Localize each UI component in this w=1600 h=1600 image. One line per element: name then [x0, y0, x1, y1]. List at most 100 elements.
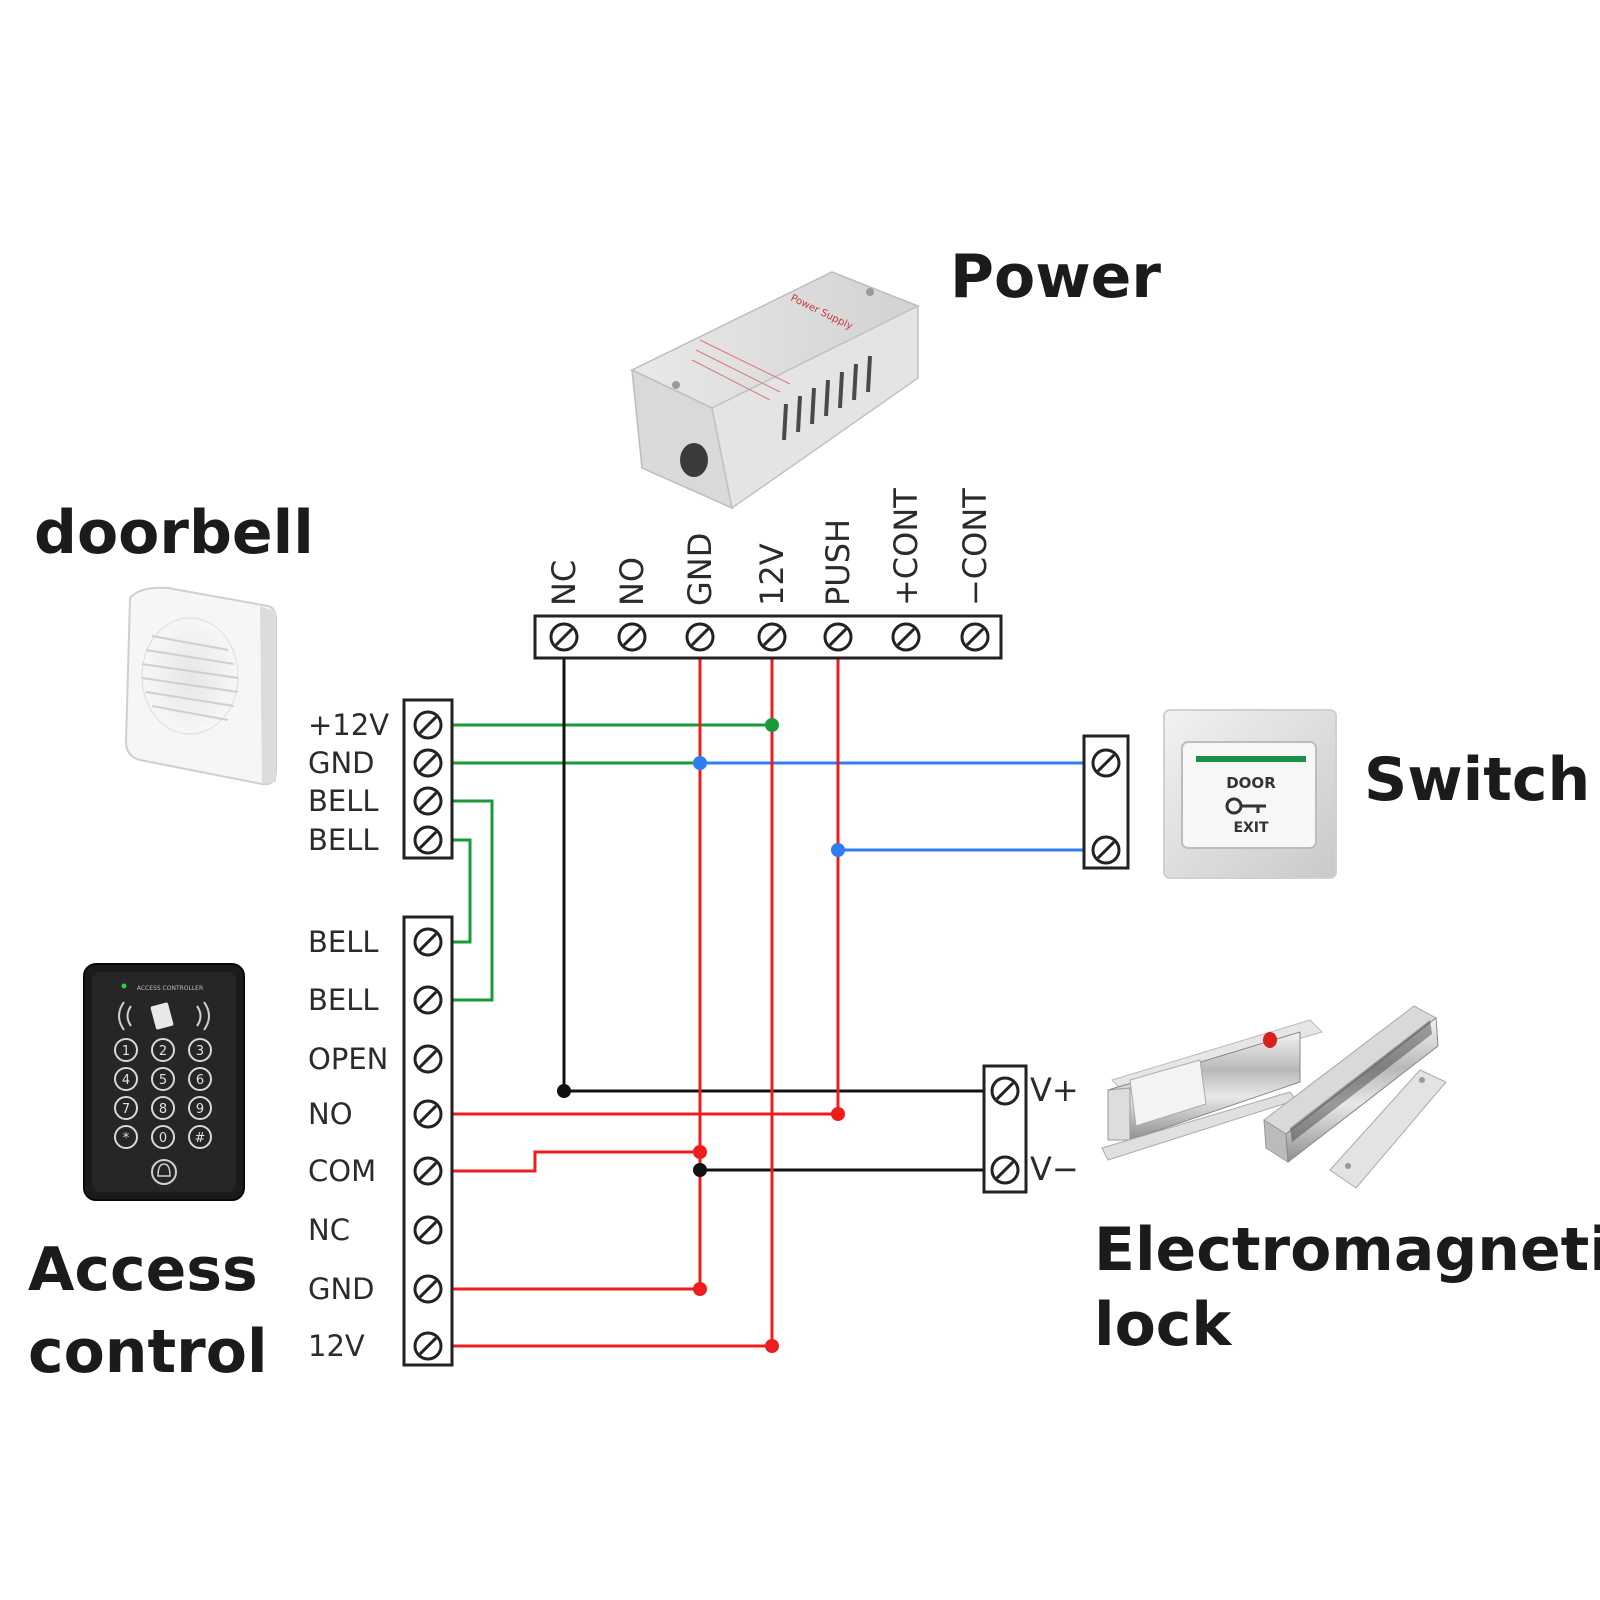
terminal-screw — [1091, 835, 1121, 865]
svg-text:2: 2 — [159, 1044, 167, 1059]
svg-text:5: 5 — [159, 1073, 167, 1088]
terminal-screw — [413, 1215, 443, 1245]
terminal-screw — [757, 622, 787, 652]
junction-dot — [831, 843, 845, 857]
junction-dot — [693, 1145, 707, 1159]
power-terminal-label: NO — [613, 557, 651, 606]
junction-dot — [693, 1163, 707, 1177]
key-icon — [1225, 797, 1266, 815]
keypad-key: 2 — [151, 1038, 175, 1062]
svg-text:8: 8 — [159, 1102, 167, 1117]
keypad-key: 6 — [188, 1067, 212, 1091]
terminal-screw — [413, 1044, 443, 1074]
keypad-key: 1 — [114, 1038, 138, 1062]
terminal-screw — [685, 622, 715, 652]
doorbell-image — [124, 586, 277, 786]
terminal-screw — [960, 622, 990, 652]
wire-bell-a — [452, 799, 494, 1002]
terminal-screw — [413, 985, 443, 1015]
access-terminal-label: NC — [308, 1213, 350, 1247]
keypad-header: ACCESS CONTROLLER — [137, 985, 203, 992]
lock-terminal-label: V− — [1030, 1150, 1079, 1188]
terminal-screw — [617, 622, 647, 652]
terminal-screw — [413, 786, 443, 816]
junction-dot — [693, 1282, 707, 1296]
svg-text:#: # — [195, 1131, 206, 1146]
power-terminal-label: −CONT — [956, 488, 994, 606]
terminal-screw — [891, 622, 921, 652]
power-supply-image: Power Supply — [630, 271, 920, 510]
terminal-screw — [413, 1274, 443, 1304]
lock-terminal-block: V+ V− — [982, 1064, 1079, 1194]
keypad-key: * — [114, 1125, 138, 1149]
svg-text:1: 1 — [122, 1044, 130, 1059]
access-terminal-label: BELL — [308, 925, 379, 959]
power-terminal-label: 12V — [753, 543, 791, 606]
terminal-screw — [1091, 748, 1121, 778]
wire-bell-b — [452, 838, 472, 944]
svg-text:7: 7 — [122, 1102, 130, 1117]
terminal-screw — [413, 825, 443, 855]
access-control-title-line2: control — [28, 1317, 268, 1387]
lock-title-line2: lock — [1094, 1290, 1233, 1360]
wires — [452, 640, 1084, 1348]
junction-dot — [765, 1339, 779, 1353]
access-terminal-label: 12V — [308, 1329, 365, 1363]
magnetic-lock-image — [1263, 1005, 1447, 1189]
access-terminal-label: COM — [308, 1154, 376, 1188]
electric-bolt-lock-image — [1101, 1019, 1323, 1161]
lock-title-line1: Electromagnetic — [1094, 1215, 1600, 1285]
svg-text:6: 6 — [196, 1073, 204, 1088]
svg-text:4: 4 — [122, 1073, 130, 1088]
junctions — [557, 718, 845, 1353]
lock-terminal-label: V+ — [1030, 1071, 1079, 1109]
keypad-key: # — [188, 1125, 212, 1149]
doorbell-terminal-label: GND — [308, 746, 375, 780]
exit-switch-image: DOOR EXIT — [1163, 709, 1337, 879]
keypad-image: ACCESS CONTROLLER 1 2 3 4 5 6 7 8 9 * 0 # — [83, 963, 245, 1201]
terminal-screw — [990, 1155, 1020, 1185]
svg-text:9: 9 — [196, 1102, 204, 1117]
access-control-title-line1: Access — [28, 1235, 258, 1305]
access-terminal-label: GND — [308, 1272, 375, 1306]
access-terminal-label: NO — [308, 1097, 353, 1131]
keypad-key: 0 — [151, 1125, 175, 1149]
power-terminal-label: PUSH — [819, 519, 857, 606]
keypad-key: 9 — [188, 1096, 212, 1120]
bell-icon — [151, 1159, 177, 1185]
keypad-key: 5 — [151, 1067, 175, 1091]
power-terminal-label: +CONT — [887, 488, 925, 606]
wire-access-com — [452, 1150, 700, 1173]
doorbell-terminal-label: BELL — [308, 784, 379, 818]
switch-door-text: DOOR — [1226, 774, 1276, 792]
power-title: Power — [950, 242, 1161, 312]
keypad-key: 7 — [114, 1096, 138, 1120]
junction-dot — [831, 1107, 845, 1121]
power-terminal-label: GND — [681, 533, 719, 606]
wire-lock-vplus — [562, 640, 984, 1093]
access-terminal-label: OPEN — [308, 1042, 388, 1076]
terminal-screw — [823, 622, 853, 652]
doorbell-terminal-block: +12V GND BELL BELL — [308, 698, 454, 860]
junction-dot — [765, 718, 779, 732]
terminal-screw — [413, 1099, 443, 1129]
junction-dot — [557, 1084, 571, 1098]
terminal-screw — [413, 927, 443, 957]
svg-text:0: 0 — [159, 1131, 167, 1146]
switch-terminal-block — [1082, 734, 1130, 870]
doorbell-terminal-label: +12V — [308, 708, 389, 742]
terminal-screw — [413, 710, 443, 740]
svg-text:3: 3 — [196, 1044, 204, 1059]
doorbell-terminal-label: BELL — [308, 823, 379, 857]
junction-dot — [693, 756, 707, 770]
keypad-key: 4 — [114, 1067, 138, 1091]
terminal-screw — [549, 622, 579, 652]
terminal-screw — [990, 1076, 1020, 1106]
svg-text:*: * — [123, 1131, 130, 1146]
terminal-screw — [413, 1156, 443, 1186]
terminal-screw — [413, 1331, 443, 1361]
keypad-key: 3 — [188, 1038, 212, 1062]
